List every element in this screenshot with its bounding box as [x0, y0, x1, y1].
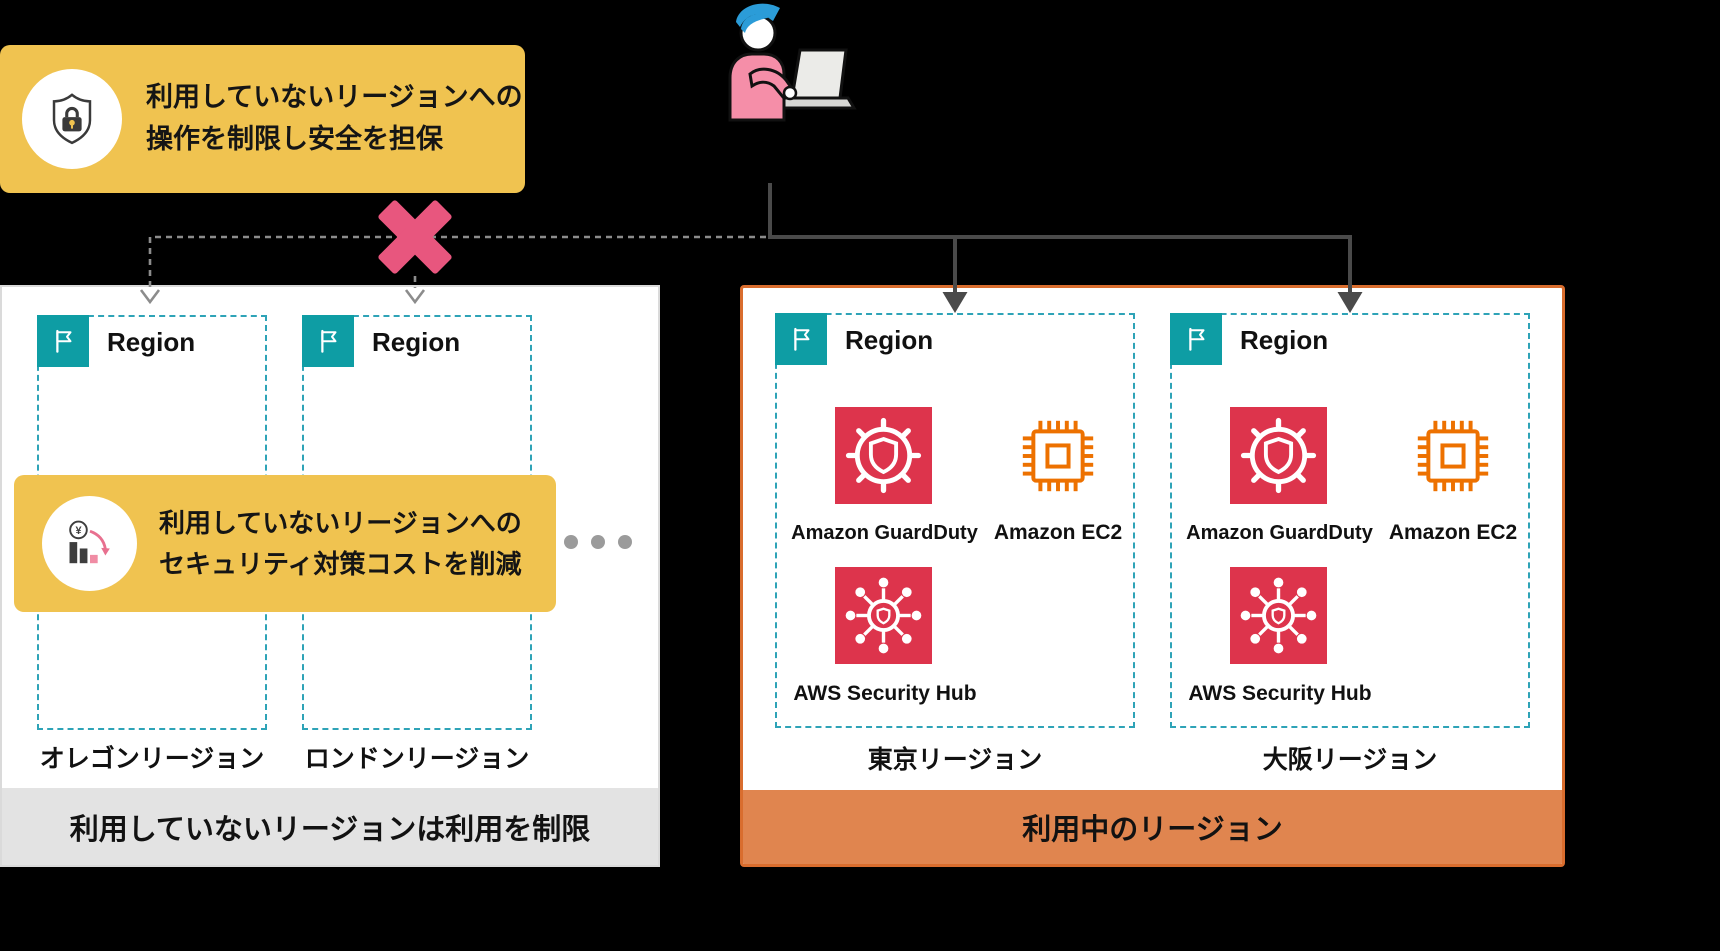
cost-reduction-icon-svg: ¥ — [68, 520, 110, 563]
region-title: Region — [845, 325, 934, 355]
guardduty-icon — [835, 407, 932, 504]
region-label-osaka: 大阪リージョン — [1262, 746, 1438, 774]
guardduty-icon-svg — [845, 417, 922, 494]
region-flag-icon — [775, 313, 827, 365]
region-label-oregon: オレゴンリージョン — [39, 745, 265, 773]
guardduty-icon — [1230, 407, 1327, 504]
security-callout-line1: 利用していないリージョンへの — [146, 82, 523, 113]
guardduty-label: Amazon GuardDuty — [791, 522, 978, 544]
security-hub-label: AWS Security Hub — [793, 682, 977, 705]
active-regions-panel: Region Amazon GuardDuty — [740, 285, 1565, 867]
cost-callout: ¥ 利用していないリージョンへの セキュリティ対策コストを削減 — [14, 475, 556, 612]
security-callout-line2: 操作を制限し安全を担保 — [146, 124, 443, 154]
user-at-laptop-svg — [728, 3, 857, 122]
ec2-label: Amazon EC2 — [993, 521, 1123, 544]
guardduty-icon-svg — [1240, 417, 1317, 494]
dot — [618, 535, 632, 549]
security-hub-label: AWS Security Hub — [1188, 682, 1372, 705]
region-flag-icon — [302, 315, 354, 367]
security-hub-icon-svg — [845, 577, 922, 654]
block-x-mark-icon — [378, 200, 452, 274]
active-regions-footer: 利用中のリージョン — [743, 790, 1562, 864]
ec2-label: Amazon EC2 — [1388, 521, 1518, 544]
unused-regions-panel: Region Region ¥ — [0, 285, 660, 867]
security-hub-icon-svg — [1240, 577, 1317, 654]
region-label-london: ロンドンリージョン — [304, 745, 530, 773]
cost-callout-text: 利用していないリージョンへの セキュリティ対策コストを削減 — [159, 503, 522, 584]
flag-icon-svg — [794, 327, 810, 351]
cost-reduction-icon: ¥ — [42, 496, 137, 591]
dot — [564, 535, 578, 549]
unused-regions-footer: 利用していないリージョンは利用を制限 — [2, 788, 658, 865]
cost-callout-line2: セキュリティ対策コストを削減 — [159, 548, 522, 579]
svg-text:¥: ¥ — [75, 524, 81, 536]
region-title: Region — [107, 327, 196, 357]
cost-callout-line1: 利用していないリージョンへの — [159, 508, 522, 539]
guardduty-label: Amazon GuardDuty — [1186, 522, 1373, 544]
ellipsis-dots-icon — [564, 535, 632, 549]
shield-lock-icon — [22, 69, 122, 169]
ec2-icon — [1409, 412, 1497, 500]
region-flag-icon — [1170, 313, 1222, 365]
security-hub-icon — [835, 567, 932, 664]
user-at-laptop-icon — [688, 0, 863, 122]
security-callout: 利用していないリージョンへの 操作を制限し安全を担保 — [0, 45, 525, 193]
user-to-active-regions-line — [768, 183, 1352, 293]
flag-icon-svg — [56, 329, 72, 353]
ec2-icon-svg — [1022, 420, 1094, 492]
region-flag-icon — [37, 315, 89, 367]
region-title: Region — [372, 327, 461, 357]
shield-lock-icon-svg — [52, 93, 92, 145]
security-hub-icon — [1230, 567, 1327, 664]
flag-icon-svg — [1189, 327, 1205, 351]
flag-icon-svg — [321, 329, 337, 353]
region-box-osaka: Region Amazon GuardDuty — [1170, 313, 1530, 728]
ec2-icon-svg — [1417, 420, 1489, 492]
ec2-icon — [1014, 412, 1102, 500]
region-title: Region — [1240, 325, 1329, 355]
security-callout-text: 利用していないリージョンへの 操作を制限し安全を担保 — [146, 77, 523, 161]
region-label-tokyo: 東京リージョン — [867, 746, 1043, 774]
region-box-tokyo: Region Amazon GuardDuty — [775, 313, 1135, 728]
dot — [591, 535, 605, 549]
